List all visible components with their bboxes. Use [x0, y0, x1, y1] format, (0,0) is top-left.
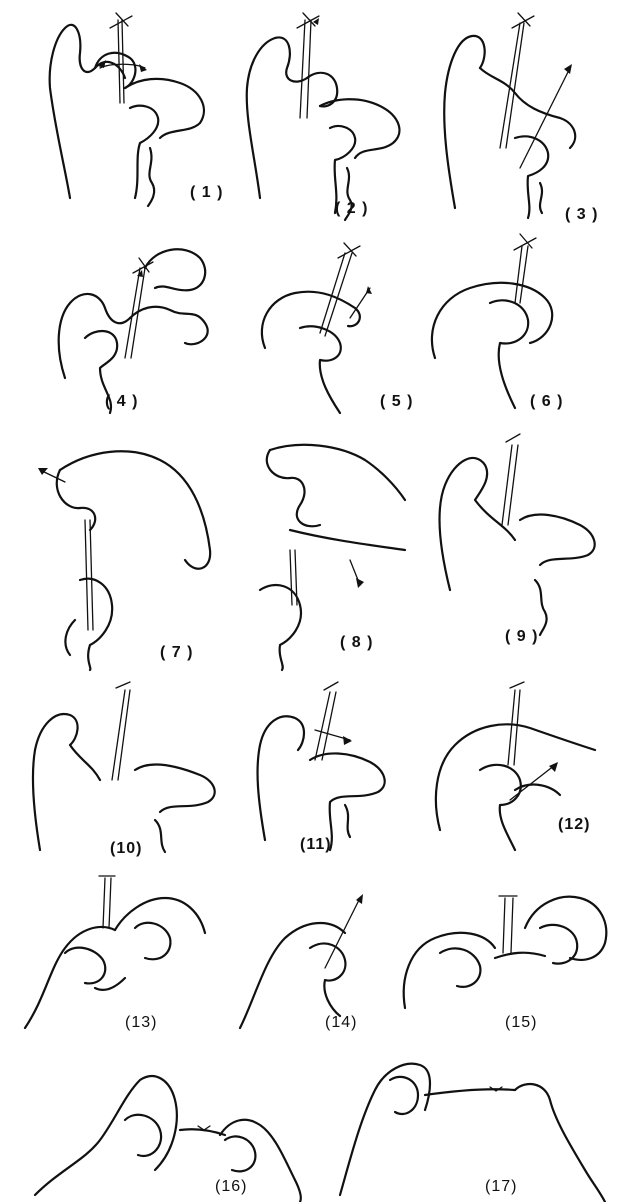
step-16-label: (16): [215, 1178, 247, 1196]
step-1-hands-illustration: [40, 8, 230, 208]
step-2-label: ( 2 ): [335, 200, 368, 218]
step-1-label: ( 1 ): [190, 184, 223, 202]
step-3-hands-illustration: [420, 8, 618, 223]
step-12-panel: (12): [420, 680, 618, 865]
step-10-label: (10): [110, 840, 142, 858]
step-7-label: ( 7 ): [160, 644, 193, 662]
step-16-panel: (16): [30, 1050, 330, 1202]
step-2-hands-illustration: [235, 8, 420, 223]
step-8-panel: ( 8 ): [230, 430, 425, 670]
step-6-label: ( 6 ): [530, 393, 563, 411]
step-6-hands-illustration: [420, 228, 618, 423]
step-11-label: (11): [300, 836, 332, 854]
step-1-panel: ( 1 ): [40, 8, 230, 208]
step-7-hands-illustration: [20, 430, 230, 670]
step-3-panel: ( 3 ): [420, 8, 618, 223]
step-12-hands-illustration: [420, 680, 618, 865]
step-10-panel: (10): [20, 680, 235, 865]
step-14-hands-illustration: [230, 868, 400, 1048]
step-8-label: ( 8 ): [340, 634, 373, 652]
step-12-label: (12): [558, 816, 590, 834]
step-9-panel: ( 9 ): [420, 430, 618, 670]
step-5-panel: ( 5 ): [240, 228, 420, 423]
step-4-panel: ( 4 ): [45, 228, 230, 423]
step-4-label: ( 4 ): [105, 393, 138, 411]
step-13-label: (13): [125, 1014, 157, 1032]
step-15-label: (15): [505, 1014, 537, 1032]
step-17-label: (17): [485, 1178, 517, 1196]
step-13-panel: (13): [15, 868, 235, 1048]
step-6-panel: ( 6 ): [420, 228, 618, 423]
step-5-label: ( 5 ): [380, 393, 413, 411]
step-17-panel: (17): [330, 1050, 618, 1202]
step-17-hands-illustration: [330, 1050, 618, 1202]
step-16-hands-illustration: [30, 1050, 330, 1202]
step-15-panel: (15): [395, 868, 618, 1048]
step-3-label: ( 3 ): [565, 206, 598, 224]
step-7-panel: ( 7 ): [20, 430, 230, 670]
step-8-hands-illustration: [230, 430, 425, 670]
step-9-label: ( 9 ): [505, 628, 538, 646]
step-14-label: (14): [325, 1014, 357, 1032]
step-10-hands-illustration: [20, 680, 235, 865]
step-14-panel: (14): [230, 868, 400, 1048]
step-11-panel: (11): [240, 680, 420, 865]
step-2-panel: ( 2 ): [235, 8, 420, 223]
